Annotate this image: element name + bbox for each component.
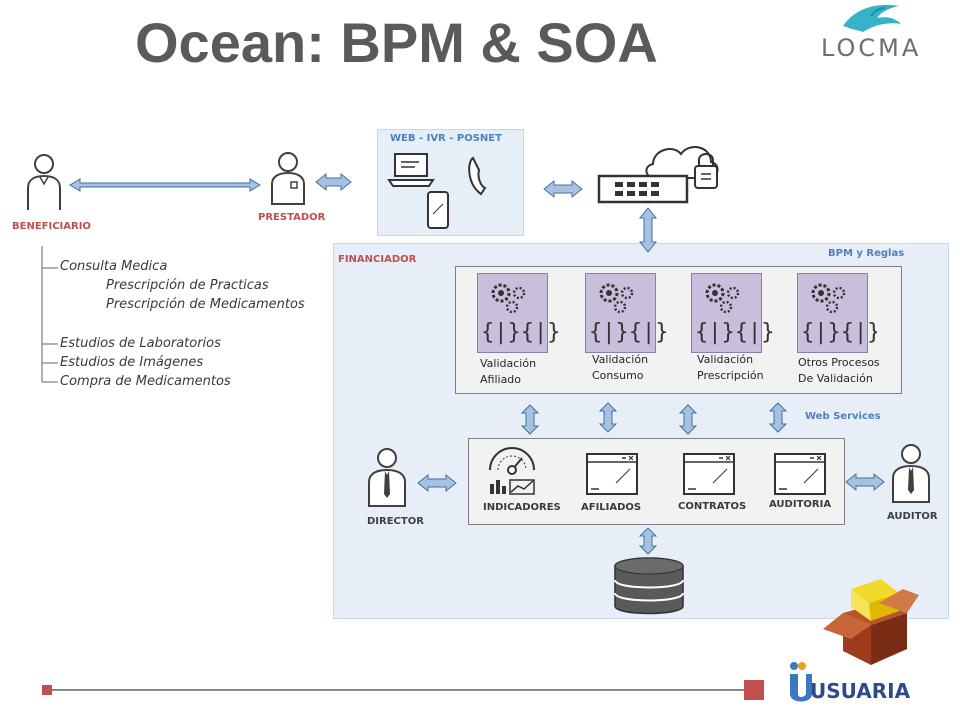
locma-logo: LOCMA xyxy=(821,4,921,60)
list-tree-lines xyxy=(41,246,58,383)
web-services-label: Web Services xyxy=(805,411,881,422)
footer-rule xyxy=(42,680,764,700)
beneficiario-person-icon xyxy=(27,154,61,210)
svg-text:{|}{|}: {|}{|} xyxy=(481,320,560,345)
list-item-prescripcion-medicamentos: Prescripción de Medicamentos xyxy=(106,297,305,312)
auditor-person-icon xyxy=(892,444,930,503)
prestador-label: PRESTADOR xyxy=(258,212,326,223)
list-item-consulta: Consulta Medica xyxy=(60,259,168,274)
locma-logo-text: LOCMA xyxy=(821,34,921,60)
dashboard-gauge-icon xyxy=(489,447,535,495)
arrow-director-services xyxy=(417,473,457,493)
arrow-ws-3 xyxy=(678,404,698,435)
list-item-estudios-laboratorios: Estudios de Laboratorios xyxy=(60,336,221,351)
arrow-ws-4 xyxy=(768,402,788,433)
package-box-icon xyxy=(823,579,919,665)
gears-brackets-icon: {|}{|} xyxy=(481,283,560,345)
service-label-afiliados: AFILIADOS xyxy=(581,502,642,513)
page-title: Ocean: BPM & SOA xyxy=(135,11,658,74)
list-item-estudios-imagenes: Estudios de Imágenes xyxy=(60,355,204,370)
window-icon xyxy=(586,453,638,495)
service-label-auditoria: AUDITORIA xyxy=(769,499,832,510)
director-label: DIRECTOR xyxy=(367,516,424,527)
network-gateway-icon xyxy=(597,146,719,204)
process-gear-icons: {|}{|} xyxy=(481,283,877,347)
smartphone-icon xyxy=(427,191,449,229)
bpm-label: BPM y Reglas xyxy=(828,248,905,259)
process-label-3: Validación Prescripción xyxy=(697,353,764,382)
list-item-prescripcion-practicas: Prescripción de Practicas xyxy=(106,278,269,293)
laptop-icon xyxy=(387,153,435,187)
auditor-label: AUDITOR xyxy=(887,511,938,522)
service-window-icons xyxy=(586,453,826,495)
service-label-contratos: CONTRATOS xyxy=(678,501,747,512)
usuaria-logo: USUARIA xyxy=(790,662,911,703)
arrow-gateway-bpm xyxy=(638,207,658,253)
process-label-1: Validación Afiliado xyxy=(480,357,537,386)
list-item-compra-medicamentos: Compra de Medicamentos xyxy=(60,374,231,389)
database-icon xyxy=(614,557,684,615)
usuaria-logo-text: USUARIA xyxy=(810,679,911,703)
beneficiario-label: BENEFICIARIO xyxy=(12,221,91,232)
channels-label: WEB - IVR - POSNET xyxy=(390,133,502,144)
channel-devices xyxy=(387,153,487,229)
arrow-beneficiario-prestador xyxy=(69,178,261,192)
process-label-2: Validación Consumo xyxy=(592,353,649,382)
process-box-1 xyxy=(477,273,548,353)
service-label-indicadores: INDICADORES xyxy=(483,502,561,513)
arrow-services-auditor xyxy=(845,472,885,492)
arrow-channels-gateway xyxy=(543,179,583,199)
director-person-icon xyxy=(368,448,406,507)
prestador-person-icon xyxy=(271,152,305,205)
arrow-ws-2 xyxy=(598,402,618,433)
arrow-ws-1 xyxy=(520,404,540,435)
financiador-label: FINANCIADOR xyxy=(338,254,417,265)
phone-handset-icon xyxy=(468,156,487,196)
channels-panel xyxy=(377,129,524,236)
arrow-services-database xyxy=(638,527,658,555)
process-label-4: Otros Procesos De Validación xyxy=(798,356,880,385)
arrow-prestador-channels xyxy=(315,172,352,192)
